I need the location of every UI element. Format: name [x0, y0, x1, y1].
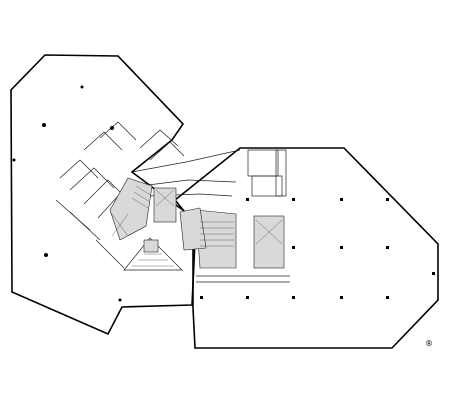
- column-marker-icon: [292, 198, 295, 201]
- columns-west: [12, 85, 122, 302]
- column-marker-icon: [340, 198, 343, 201]
- east-wing-offices: [196, 149, 290, 283]
- column-marker-icon: [12, 158, 16, 162]
- column-marker-icon: [110, 126, 114, 130]
- north-marker-icon: ®: [425, 339, 433, 348]
- west-wing-perimeter: [10, 54, 197, 336]
- column-marker-icon: [386, 296, 389, 299]
- elevator-icons: [111, 189, 283, 245]
- column-marker-icon: [386, 198, 389, 201]
- building-core: [109, 177, 285, 269]
- stair-icon: [131, 185, 234, 247]
- column-marker-icon: [246, 296, 249, 299]
- column-marker-icon: [118, 298, 122, 302]
- elevator-icon: [111, 213, 129, 237]
- column-marker-icon: [200, 296, 203, 299]
- column-marker-icon: [44, 253, 48, 257]
- lobby-stair: [123, 237, 183, 271]
- elevator-icon: [155, 189, 175, 207]
- core-west: [109, 177, 153, 241]
- elevator-bank-west: [153, 187, 177, 223]
- column-marker-icon: [386, 246, 389, 249]
- column-marker-icon: [42, 123, 46, 127]
- elevator-icon: [255, 219, 283, 245]
- column-marker-icon: [246, 198, 249, 201]
- column-marker-icon: [340, 296, 343, 299]
- stair-core-center: [179, 207, 207, 251]
- column-marker-icon: [292, 296, 295, 299]
- column-marker-icon: [292, 246, 295, 249]
- column-marker-icon: [80, 85, 84, 89]
- columns-east: [200, 198, 435, 299]
- column-marker-icon: [432, 272, 435, 275]
- west-wing-offices: [55, 121, 185, 269]
- column-marker-icon: [340, 246, 343, 249]
- elevator-bank-east: [253, 215, 285, 269]
